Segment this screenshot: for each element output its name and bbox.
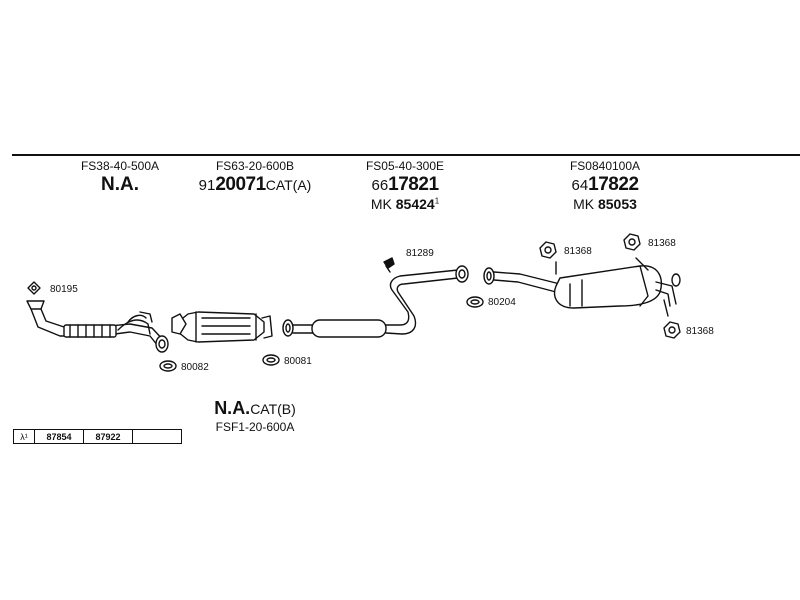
part-code: FS38-40-500A [80, 159, 160, 173]
part-prefix: 64 [571, 177, 589, 194]
catalytic-converter [171, 311, 273, 343]
part-main: 20071 [215, 174, 266, 195]
part-code: FS0840100A [569, 159, 641, 173]
header-col-front-pipe: FS38-40-500A N.A. [55, 160, 185, 194]
part-code: FS63-20-600B [215, 159, 295, 173]
part-code: FS05-40-300E [365, 159, 445, 173]
mk-footnote: 1 [434, 196, 440, 206]
part-number: 6617821 [345, 175, 465, 194]
rear-silencer [483, 257, 681, 317]
hanger-label: 81368 [686, 326, 714, 337]
mk-number: MK 85053 [545, 197, 665, 211]
gasket-label: 80204 [488, 297, 516, 308]
part-suffix: CAT(B) [250, 401, 296, 417]
gasket-label: 80195 [50, 284, 78, 295]
lambda-part-number: 87854 [34, 429, 84, 444]
mk-value: 85053 [597, 196, 637, 212]
middle-pipe [282, 257, 469, 338]
gasket-80081-icon [262, 354, 280, 366]
part-prefix: 91 [198, 177, 216, 194]
not-available-label: N.A. [214, 398, 251, 418]
front-pipe [26, 300, 169, 353]
hanger-label: 81368 [648, 238, 676, 249]
empty-cell [132, 429, 182, 444]
gasket-80195-icon [27, 281, 41, 295]
mk-number: MK 854241 [345, 197, 465, 211]
hanger-81368-icon [623, 233, 641, 251]
part-code: FSF1-20-600A [215, 420, 295, 434]
gasket-label: 80082 [181, 362, 209, 373]
header-col-middle-pipe: FS05-40-300E 6617821 MK 854241 [345, 160, 465, 211]
gasket-80204-icon [466, 296, 484, 308]
table-row: λ¹ 87854 87922 [13, 429, 182, 444]
gasket-label: 80081 [284, 356, 312, 367]
mk-prefix: MK [573, 196, 595, 212]
part-main: 17821 [388, 174, 439, 195]
mk-prefix: MK [370, 196, 392, 212]
clamp-label: 81289 [406, 248, 434, 259]
mk-value: 85424 [395, 196, 435, 212]
hanger-label: 81368 [564, 246, 592, 257]
lambda-symbol: λ¹ [13, 429, 35, 444]
header-col-rear-silencer: FS0840100A 6417822 MK 85053 [545, 160, 665, 211]
part-suffix: CAT(A) [265, 177, 312, 193]
gasket-80082-icon [159, 360, 177, 372]
catalyst-b-block: N.A.CAT(B) FSF1-20-600A [205, 398, 305, 434]
hanger-81368-icon [539, 241, 557, 259]
not-available-label: N.A. [101, 174, 139, 195]
part-main: 17822 [588, 174, 639, 195]
part-number: 6417822 [545, 175, 665, 194]
part-number: 9120071CAT(A) [185, 175, 325, 194]
lambda-sensor-table: λ¹ 87854 87922 [13, 429, 182, 444]
lambda-part-number: 87922 [83, 429, 133, 444]
catalyst-b-part: N.A.CAT(B) [205, 398, 305, 419]
part-prefix: 66 [371, 177, 389, 194]
top-rule [12, 154, 800, 156]
header-col-catalyst: FS63-20-600B 9120071CAT(A) [185, 160, 325, 194]
hanger-81368-icon [663, 321, 681, 339]
